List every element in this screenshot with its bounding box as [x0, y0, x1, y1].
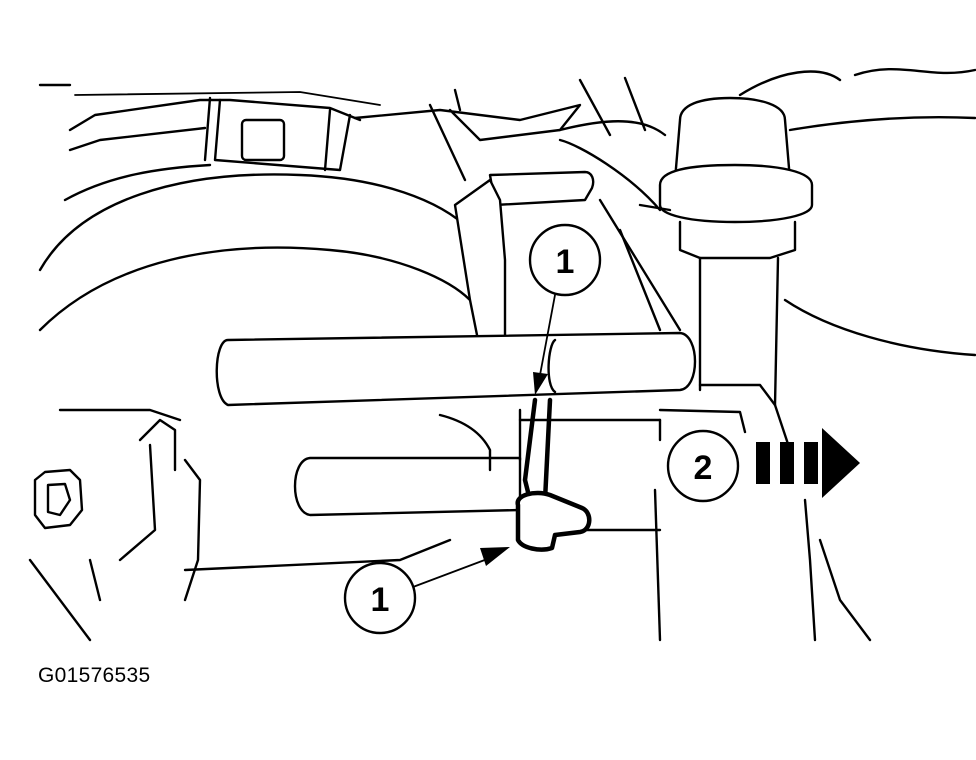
callout-1-upper-label: 1 [556, 243, 575, 281]
callout-1-lower: 1 [343, 561, 417, 635]
leader-lines [404, 294, 556, 591]
callout-2-label: 2 [694, 449, 713, 487]
arrow-head-lower [480, 547, 510, 566]
arrow-dash-1 [756, 442, 770, 484]
fuel-rail [658, 96, 872, 642]
direction-arrow [756, 428, 860, 498]
figure-code: G01576535 [38, 664, 151, 687]
callout-1-lower-label: 1 [371, 581, 390, 619]
housing-outline [38, 83, 582, 332]
arrow-head-right [822, 428, 860, 498]
lower-fuel-line [293, 408, 747, 642]
upper-fuel-line [215, 331, 697, 407]
spring-lock-clip [515, 397, 592, 552]
callout-2: 2 [666, 429, 740, 503]
arrow-head-upper [533, 372, 548, 395]
callout-1-upper: 1 [528, 223, 602, 297]
arrow-dash-2 [780, 442, 794, 484]
arrow-dash-3 [804, 442, 818, 484]
background-lines-right [453, 68, 976, 357]
bolt-and-bracket [28, 408, 492, 642]
